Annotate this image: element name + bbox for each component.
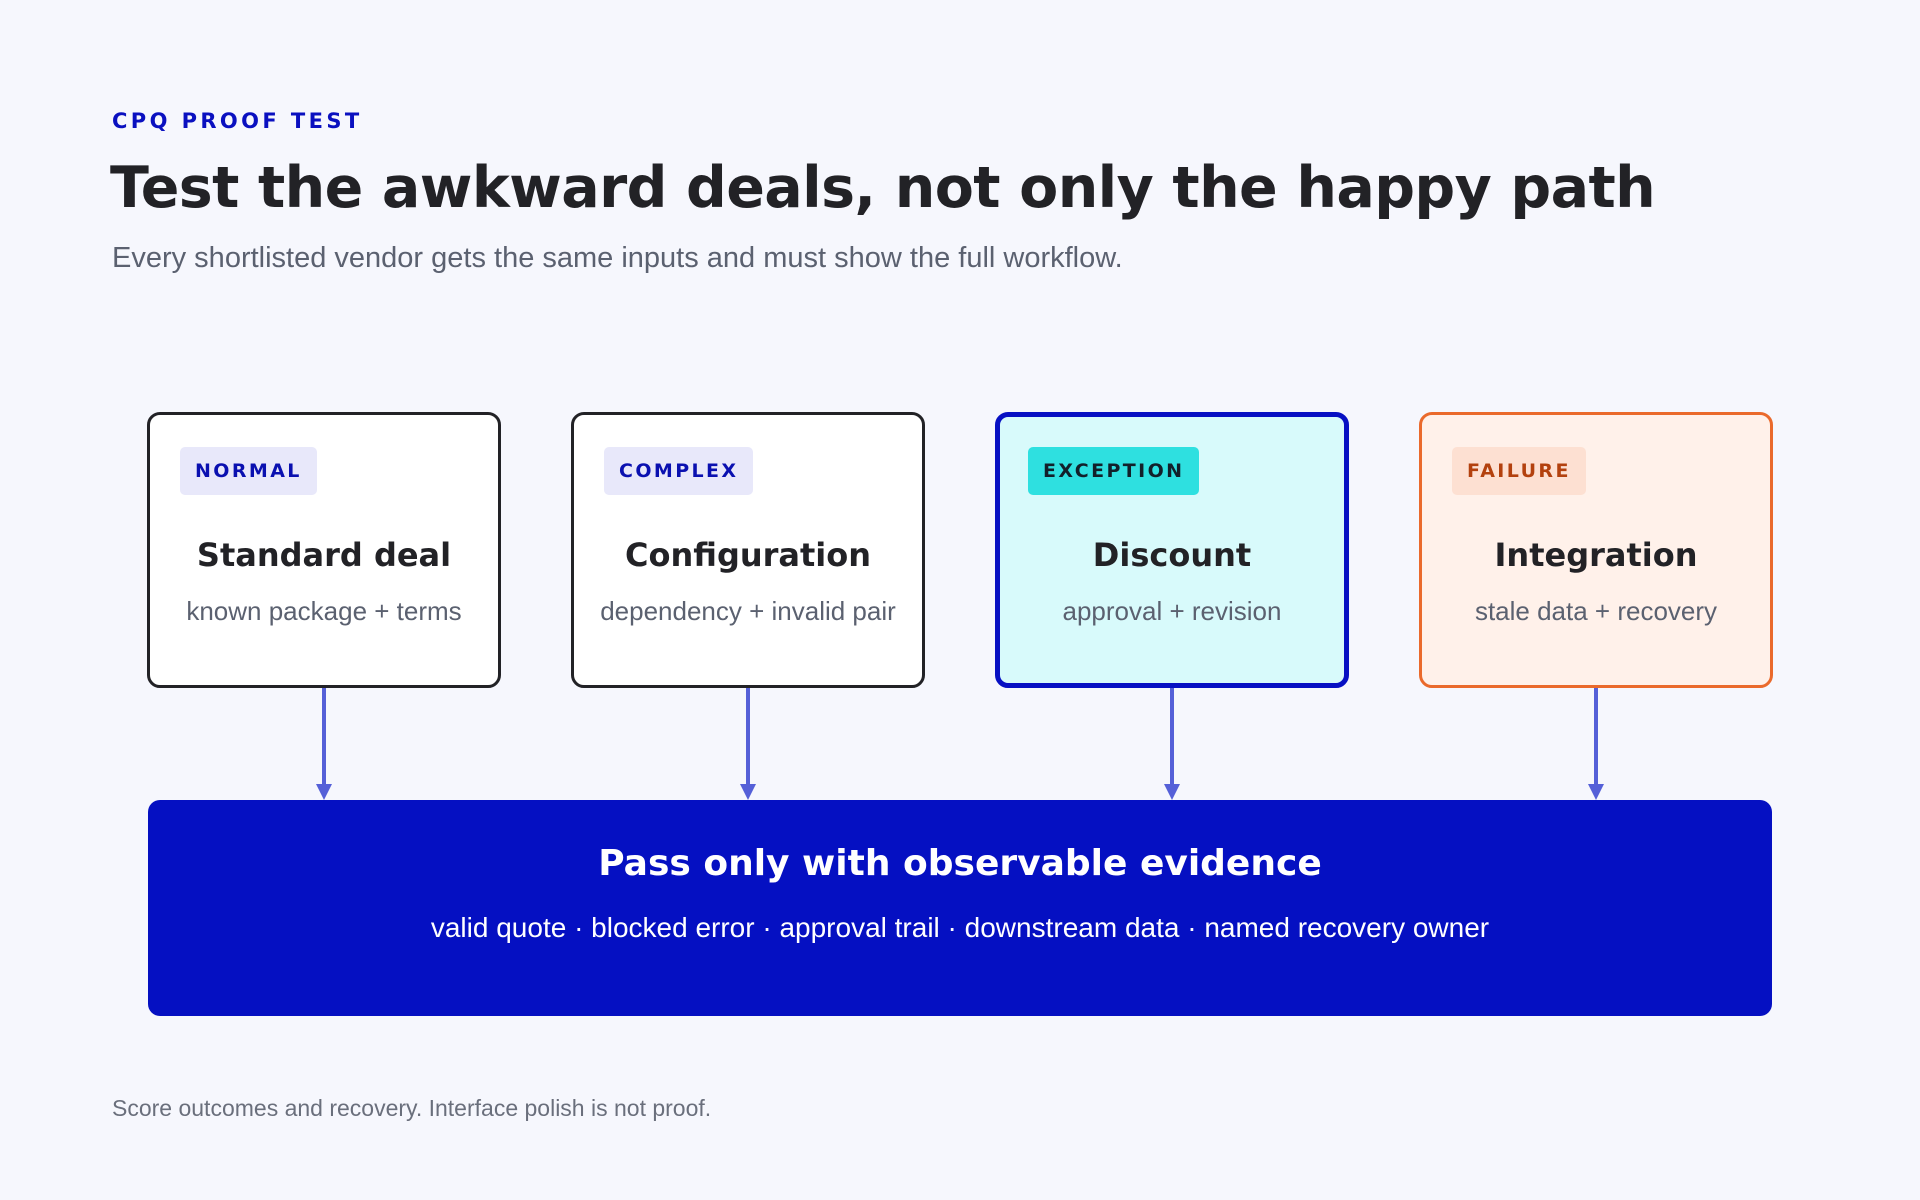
card-title-complex: Configuration	[624, 536, 872, 574]
card-subtitle-failure: stale data + recovery	[1474, 596, 1718, 626]
card-subtitle-complex: dependency + invalid pair	[600, 596, 896, 626]
card-exception: EXCEPTION Discount approval + revision	[995, 412, 1349, 688]
card-normal: NORMAL Standard deal known package + ter…	[147, 412, 501, 688]
card-title-normal: Standard deal	[196, 536, 452, 574]
eyebrow-label: CPQ PROOF TEST	[112, 109, 363, 133]
badge-normal: NORMAL	[180, 447, 317, 495]
page-title: Test the awkward deals, not only the hap…	[110, 155, 1656, 221]
card-title-exception: Discount	[1092, 536, 1252, 574]
card-failure: FAILURE Integration stale data + recover…	[1419, 412, 1773, 688]
card-subtitle-normal: known package + terms	[186, 596, 462, 626]
result-panel: Pass only with observable evidence valid…	[148, 800, 1772, 1016]
badge-failure: FAILURE	[1452, 447, 1586, 495]
footer-note: Score outcomes and recovery. Interface p…	[112, 1095, 712, 1121]
card-title-failure: Integration	[1494, 536, 1698, 574]
card-complex: COMPLEX Configuration dependency + inval…	[571, 412, 925, 688]
result-evidence-list: valid quote · blocked error · approval t…	[430, 912, 1490, 943]
card-subtitle-exception: approval + revision	[1062, 596, 1282, 626]
badge-complex: COMPLEX	[604, 447, 754, 495]
result-title: Pass only with observable evidence	[598, 843, 1322, 884]
badge-exception: EXCEPTION	[1028, 447, 1200, 495]
page-subtitle: Every shortlisted vendor gets the same i…	[112, 242, 1123, 274]
